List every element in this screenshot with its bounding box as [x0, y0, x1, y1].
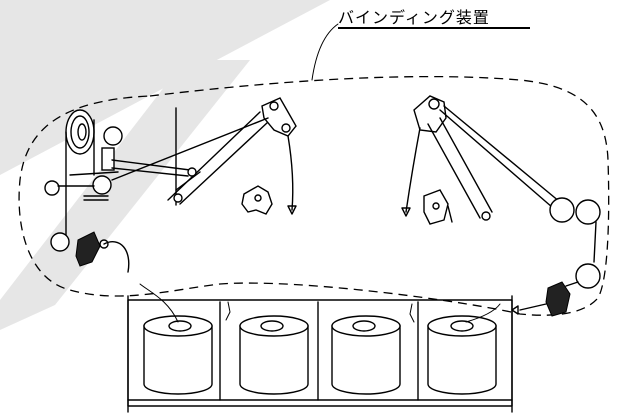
roller-right-a	[549, 197, 575, 223]
bobbin-tray	[127, 295, 513, 413]
bobbin-3	[331, 315, 401, 395]
roller-mid	[92, 175, 112, 195]
small-roller-top	[103, 126, 123, 146]
yarn-feed-4	[465, 303, 501, 323]
yarn-feed-1	[139, 283, 179, 323]
gray-overlay-diagonal	[0, 60, 250, 330]
left-lever-arm	[111, 97, 297, 215]
clamp-piece-right	[423, 189, 449, 225]
thread-guide-right	[545, 281, 571, 317]
right-roller-assembly	[511, 197, 601, 317]
label-underline	[338, 27, 530, 29]
roller-right-b	[575, 199, 601, 225]
binding-device-boundary	[18, 75, 610, 316]
bobbin-4	[427, 315, 497, 395]
yarn-feed-3	[409, 303, 415, 323]
binding-device-label: バインディング装置	[338, 8, 490, 27]
yarn-feed-2	[225, 301, 231, 321]
bobbin-1	[143, 315, 213, 395]
clamp-piece-left	[241, 185, 273, 215]
left-reel-assembly	[44, 109, 191, 273]
roller-mid-left	[44, 180, 60, 196]
roller-right-c	[575, 263, 601, 289]
roller-lower	[50, 232, 70, 252]
right-lever-arm	[401, 95, 561, 221]
thread-guide-left	[75, 231, 101, 267]
tension-bracket-left	[261, 97, 297, 137]
bobbin-2	[239, 315, 309, 395]
label-leader-line	[311, 23, 339, 81]
